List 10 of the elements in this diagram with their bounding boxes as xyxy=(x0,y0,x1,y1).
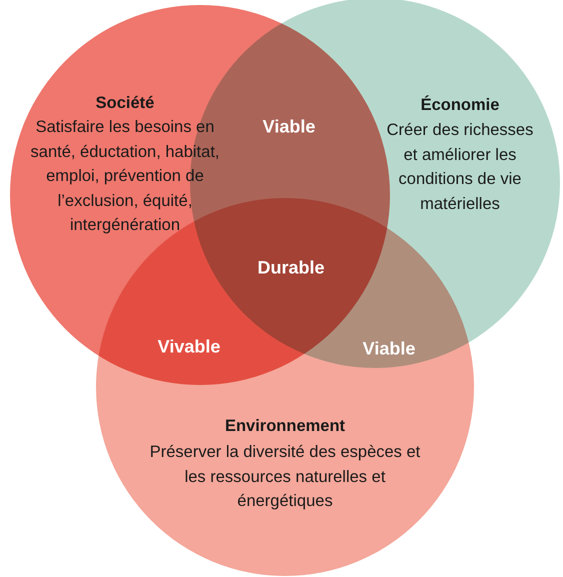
circle-heading: Société xyxy=(94,93,156,114)
circle-description: Créer des richesses et améliorer les conditions de vie matérielles xyxy=(386,120,534,214)
circle-description: Satisfaire les besoins en santé, éductation, habitat, emploi, prévention de l’exclusion, équité, intergénération xyxy=(30,117,220,236)
overlap-label: Vivable xyxy=(158,336,220,358)
circle-heading: Environnement xyxy=(224,416,346,437)
circle-heading: Économie xyxy=(420,94,500,116)
circle-description: Préserver la diversité des espèces et les ressources naturelles et énergétiques xyxy=(148,442,422,512)
overlap-label: Durable xyxy=(257,258,325,278)
overlap-label: Viable xyxy=(362,338,416,360)
overlap-label: Viable xyxy=(262,116,316,138)
